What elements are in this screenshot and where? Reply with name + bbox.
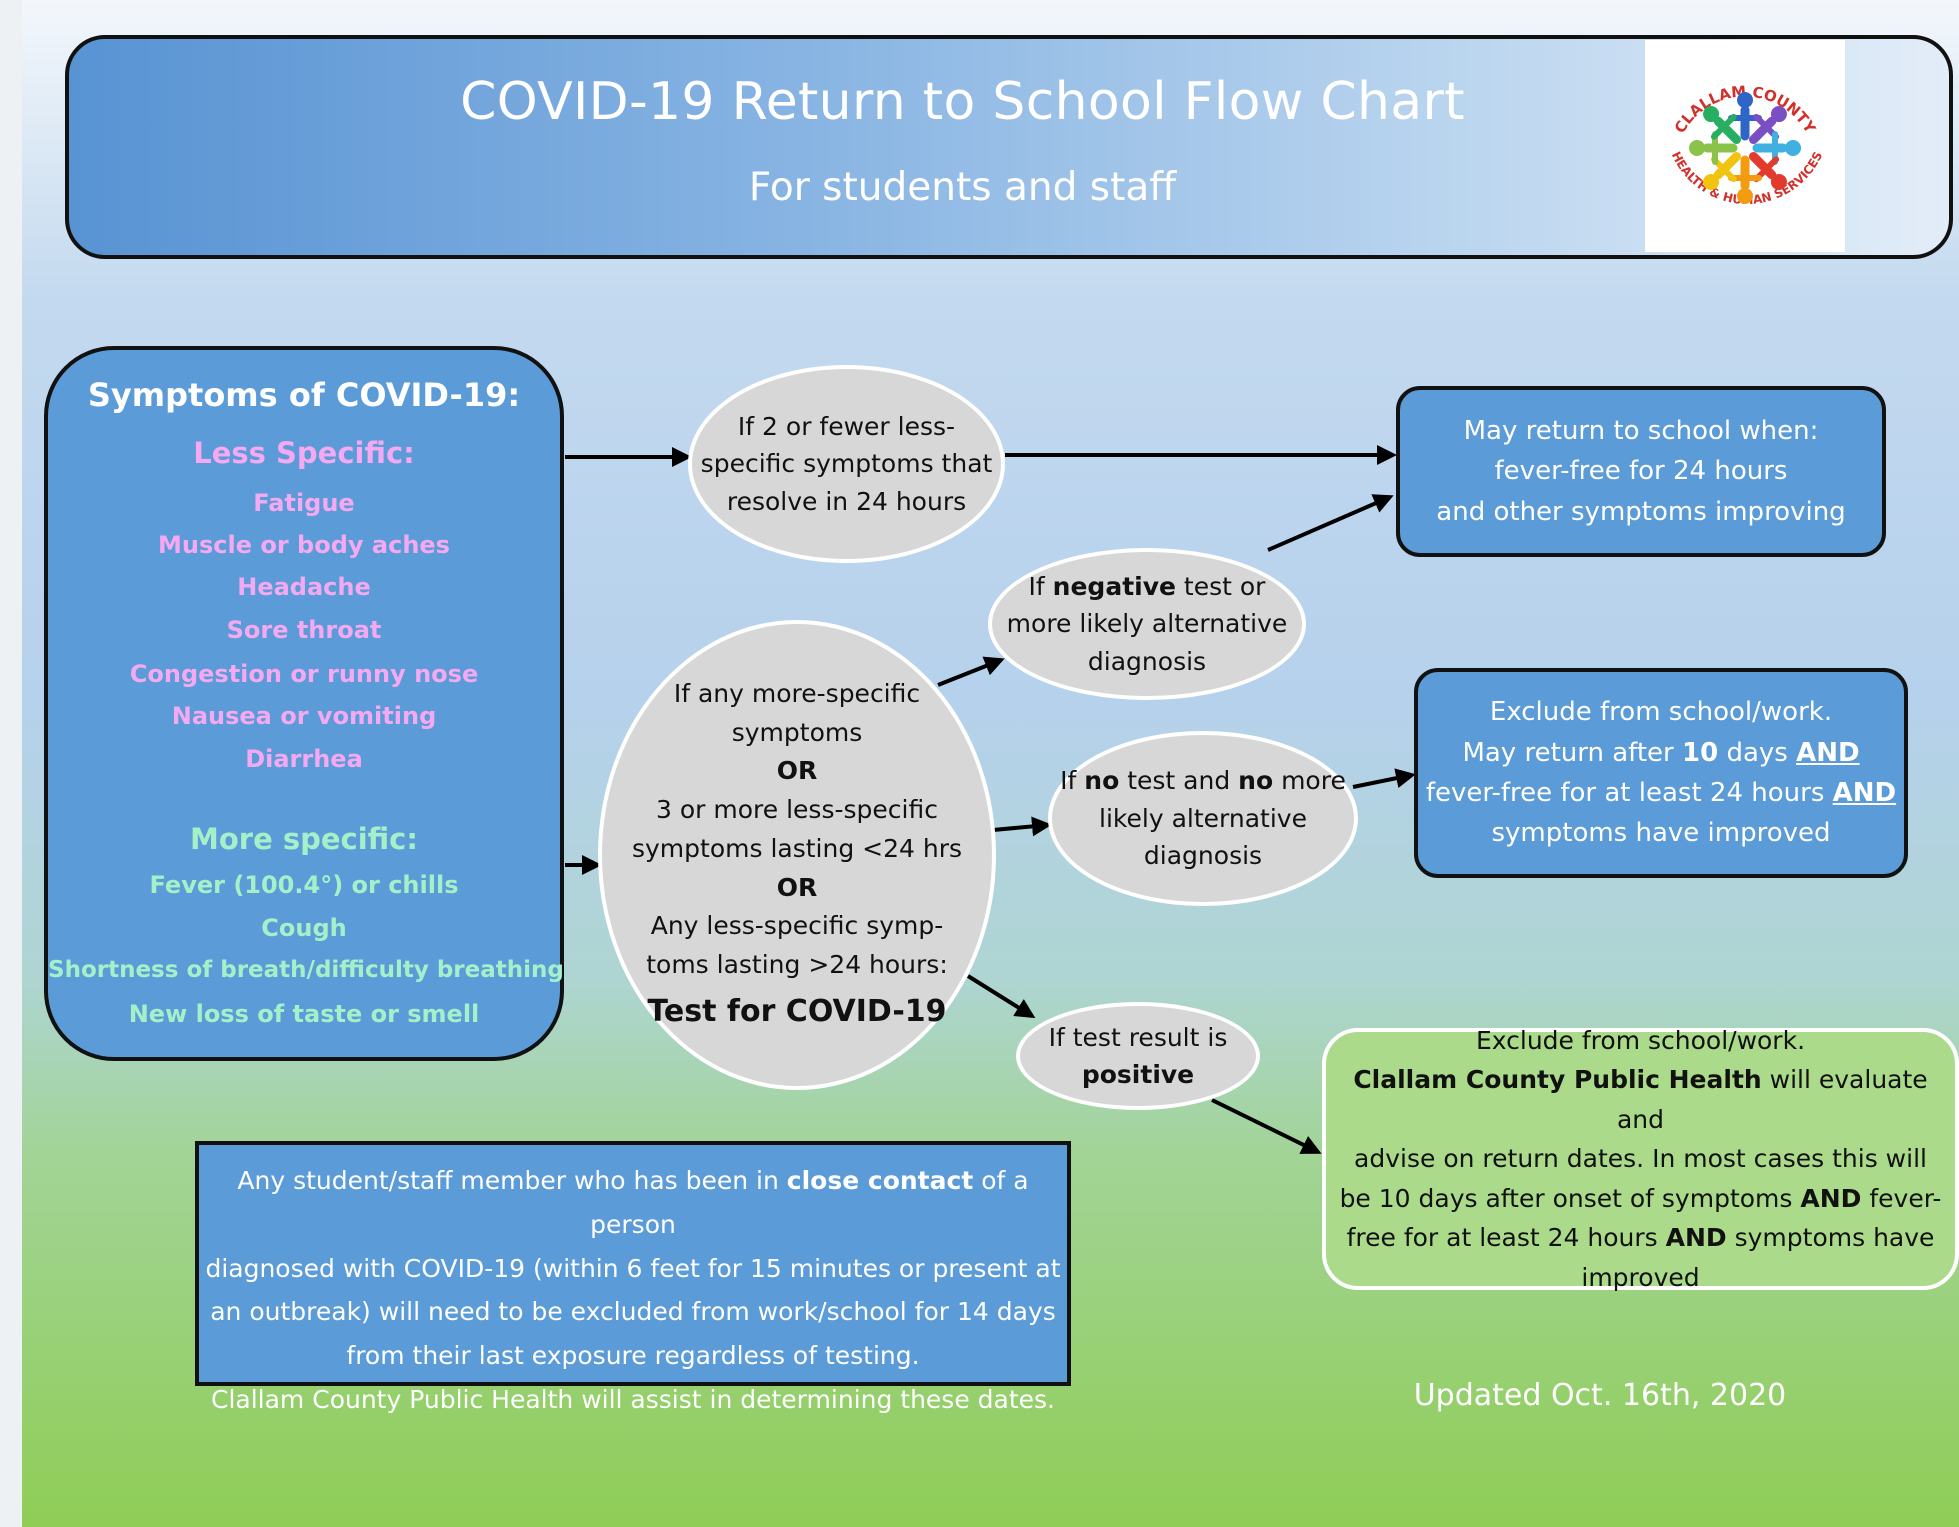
header-banner	[65, 35, 1953, 259]
outcome-text: improved	[1581, 1262, 1700, 1292]
outcome-text: May return to school when:	[1463, 416, 1819, 447]
outcome-text: advise on return dates. In most cases th…	[1354, 1144, 1927, 1174]
node-text: diagnosis	[1143, 841, 1263, 871]
outcome-text: free for at least 24 hours AND symptoms …	[1346, 1223, 1935, 1253]
node-text: 3 or more less-specific	[656, 795, 938, 824]
outcome-text: Clallam County Public Health will evalua…	[1353, 1065, 1928, 1134]
county-logo-graphic: CLALLAM COUNTY HEALTH & HUMAN SERVICES	[1669, 82, 1825, 207]
less-specific-item: Headache	[237, 573, 371, 601]
node-text: If negative test or	[1028, 571, 1266, 601]
positive-result-box: Exclude from school/work. Clallam County…	[1322, 1026, 1959, 1292]
less-specific-item: Sore throat	[226, 616, 382, 644]
positive-test-node: If test result is positive	[1016, 1002, 1260, 1110]
node-text: If any more-specific	[673, 678, 921, 708]
logo-figure-head	[1689, 140, 1705, 156]
note-text: from their last exposure regardless of t…	[346, 1341, 920, 1370]
less-specific-item: Fatigue	[253, 489, 355, 517]
node-text: diagnosis	[1087, 646, 1207, 676]
more-specific-item: New loss of taste or smell	[128, 1000, 480, 1028]
node-text: resolve in 24 hours	[726, 486, 967, 516]
node-text: toms lasting >24 hours:	[646, 950, 948, 979]
or-label: OR	[776, 872, 818, 902]
exclude-10-days-box: Exclude from school/work. May return aft…	[1414, 668, 1908, 878]
less-specific-item: Muscle or body aches	[158, 531, 450, 559]
negative-test-node: If negative test or more likely alternat…	[988, 548, 1306, 700]
outcome-text: Exclude from school/work.	[1489, 697, 1833, 728]
outcome-text: fever-free for at least 24 hours AND	[1425, 778, 1897, 808]
test-action-label: Test for COVID-19	[647, 993, 947, 1029]
node-text: If 2 or fewer less-	[737, 411, 956, 441]
logo-figures-icon	[1689, 92, 1801, 204]
logo-figure-body	[1713, 116, 1742, 145]
less-specific-item: Congestion or runny nose	[129, 660, 479, 688]
logo-figure-head	[1737, 188, 1753, 204]
note-text: an outbreak) will need to be excluded fr…	[210, 1297, 1056, 1327]
logo-figure-arms	[1710, 113, 1737, 140]
few-symptoms-node: If 2 or fewer less- specific symptoms th…	[688, 365, 1005, 563]
node-text: likely alternative	[1099, 803, 1307, 833]
node-text: symptoms	[731, 717, 863, 747]
more-specific-item: Shortness of breath/difficulty breathing	[48, 957, 564, 983]
page-title: COVID-19 Return to School Flow Chart	[460, 72, 1465, 132]
node-text: more likely alternative	[1006, 609, 1288, 639]
or-label: OR	[776, 756, 818, 786]
less-specific-heading: Less Specific:	[193, 436, 415, 470]
symptoms-title: Symptoms of COVID-19:	[87, 376, 521, 414]
node-text: If test result is	[1048, 1022, 1228, 1052]
outcome-text: Exclude from school/work.	[1475, 1025, 1806, 1055]
outcome-text: and other symptoms improving	[1436, 496, 1846, 527]
close-contact-note: Any student/staff member who has been in…	[195, 1141, 1071, 1414]
logo-figure-body	[1713, 151, 1742, 180]
less-specific-item: Diarrhea	[245, 745, 363, 773]
more-specific-heading: More specific:	[190, 822, 418, 856]
county-logo: CLALLAM COUNTY HEALTH & HUMAN SERVICES	[1645, 40, 1845, 252]
outcome-text: be 10 days after onset of symptoms AND f…	[1339, 1183, 1942, 1213]
node-text: symptoms lasting <24 hrs	[631, 833, 963, 863]
outcome-text: symptoms have improved	[1491, 818, 1831, 849]
return-to-school-box: May return to school when: fever-free fo…	[1396, 386, 1886, 557]
outcome-text: fever-free for 24 hours	[1494, 456, 1788, 487]
less-specific-item: Nausea or vomiting	[171, 702, 437, 730]
logo-figure-head	[1785, 140, 1801, 156]
logo-figure-body	[1748, 151, 1777, 180]
node-text: If no test and no more	[1060, 766, 1346, 796]
more-specific-item: Fever (100.4°) or chills	[149, 871, 459, 899]
more-specific-item: Cough	[261, 914, 347, 942]
logo-figure-head	[1737, 92, 1753, 108]
node-text: specific symptoms that	[700, 449, 993, 479]
note-text: Clallam County Public Health will assist…	[211, 1384, 1055, 1414]
test-node: If any more-specific symptoms OR 3 or mo…	[598, 620, 996, 1090]
outcome-text: May return after 10 days AND	[1462, 737, 1860, 768]
note-text: Any student/staff member who has been in…	[237, 1166, 1029, 1239]
symptoms-box: Symptoms of COVID-19: Less Specific: Fat…	[44, 346, 564, 1061]
no-test-node: If no test and no more likely alternativ…	[1048, 731, 1358, 906]
page-subtitle: For students and staff	[748, 165, 1177, 210]
logo-figure-body	[1748, 116, 1777, 145]
updated-date: Updated Oct. 16th, 2020	[1413, 1378, 1787, 1413]
note-text: diagnosed with COVID-19 (within 6 feet f…	[205, 1253, 1061, 1283]
node-text: Any less-specific symp-	[650, 911, 944, 941]
node-text: positive	[1081, 1060, 1195, 1089]
